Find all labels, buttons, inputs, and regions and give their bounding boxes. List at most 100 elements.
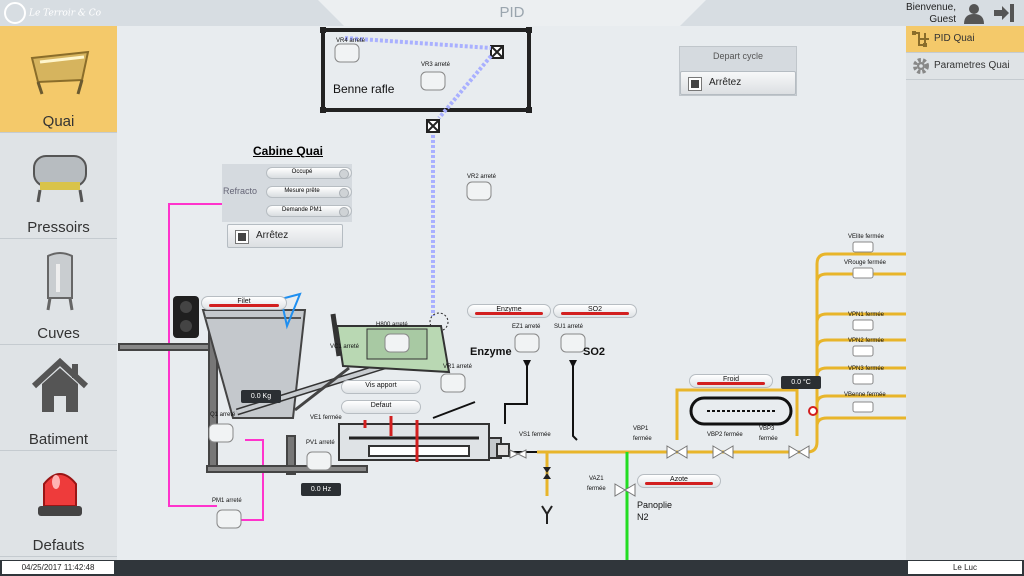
vr1-status: VR1 arreté (443, 364, 473, 370)
nav-item-quai[interactable]: Quai (0, 26, 117, 133)
logo-seal-icon (4, 2, 26, 24)
nav-label-pid-quai: PID Quai (934, 33, 975, 44)
nav-item-defauts[interactable]: Defauts (0, 450, 117, 557)
depart-cycle-button[interactable]: Arrêtez (680, 71, 796, 95)
nav-label-parametres-quai: Parametres Quai (934, 60, 1010, 71)
user-icon[interactable] (962, 2, 986, 24)
alarm-beacon-icon (38, 473, 82, 516)
filet-net (279, 292, 302, 330)
vrouge-status: VRouge fermée (844, 260, 887, 266)
vis-apport-label: Vis apport (365, 382, 397, 389)
vbenne-status: VBenne fermée (844, 392, 886, 398)
vc1-status: VC1 arreté (330, 344, 360, 350)
nav-item-batiment[interactable]: Batiment (0, 344, 117, 451)
cabine-stop-button[interactable]: Arrêtez (227, 224, 343, 248)
depart-cycle-panel: Depart cycle Arrêtez (679, 46, 797, 96)
page-title: PID (499, 4, 525, 21)
enzyme-indicator: Enzyme (467, 304, 551, 318)
logout-icon[interactable] (992, 3, 1016, 23)
froid-indicator: Froid (689, 374, 773, 388)
vis-apport-machine (338, 423, 510, 461)
vbp1-state: fermée (633, 436, 652, 442)
azote-label: Azote (670, 476, 688, 483)
q1-status: Q1 arreté (210, 412, 236, 418)
tank-icon (46, 252, 74, 311)
nav-item-parametres-quai[interactable]: Parametres Quai (906, 53, 1024, 80)
nav-item-pid-quai[interactable]: PID Quai (906, 26, 1024, 53)
refracto-label: Refracto (223, 186, 258, 196)
receiving-hopper-icon (30, 50, 90, 95)
status-bar (560, 312, 630, 315)
filet-indicator: Filet (201, 296, 287, 310)
status-led (339, 169, 349, 179)
status-bar (208, 304, 280, 307)
status-demande-pm1: Demande PM1 (266, 205, 352, 217)
status-bar-footer: 04/25/2017 11:42:48 Le Luc (0, 560, 1024, 576)
vpn2-status: VPN2 fermée (848, 338, 885, 344)
vpn3-status: VPN3 fermée (848, 366, 885, 372)
stop-square-icon (236, 231, 248, 243)
vis-apport-indicator: Vis apport (341, 380, 421, 394)
vpn1-status: VPN1 fermée (848, 312, 885, 318)
gear-icon (913, 58, 929, 74)
title-tab (318, 0, 706, 26)
weight-readout: 0.0 Kg (241, 390, 281, 403)
vr4-status: VR4 arreté (336, 38, 366, 44)
status-bar (696, 382, 766, 385)
vbp2-status: VBP2 fermée (707, 432, 743, 438)
traffic-light (173, 296, 199, 338)
status-led (339, 188, 349, 198)
cabine-quai-panel: Refracto Occupé Mesure prête Demande PM1 (222, 164, 352, 222)
so2-tank-label: SO2 (583, 346, 606, 358)
welcome-text: Bienvenue, Guest (906, 2, 956, 26)
ve1-status: VE1 fermée (310, 415, 342, 421)
h800-status: H800 arreté (376, 322, 408, 328)
vbp3-state: fermée (759, 436, 778, 442)
defaut-label: Defaut (370, 402, 392, 409)
dosing-lines (432, 362, 578, 441)
enzyme-tank-label: Enzyme (470, 346, 512, 358)
status-bar (644, 482, 714, 485)
pid-diagram (118, 27, 906, 560)
status-mesure-prete-label: Mesure prête (284, 188, 320, 194)
house-icon (31, 357, 89, 412)
temperature-readout: 0.0 °C (781, 376, 821, 389)
azote-indicator: Azote (637, 474, 721, 488)
magenta-signal-lines (168, 203, 264, 521)
injection-points (363, 416, 419, 462)
nav-label-cuves: Cuves (37, 325, 80, 342)
welcome-label: Bienvenue, (905, 2, 956, 13)
datetime-display: 04/25/2017 11:42:48 (2, 561, 114, 574)
lever (330, 313, 342, 357)
status-occupe-label: Occupé (291, 169, 313, 175)
vbp1-label: VBP1 (633, 426, 649, 432)
nav-label-quai: Quai (42, 113, 75, 130)
so2-indicator: SO2 (553, 304, 637, 318)
nav-item-pressoirs[interactable]: Pressoirs (0, 132, 117, 239)
so2-label: SO2 (587, 306, 602, 313)
motors (208, 43, 586, 529)
pm1-status: PM1 arreté (212, 498, 242, 504)
vr2-status: VR2 arreté (467, 174, 497, 180)
right-nav: PID Quai Parametres Quai (906, 26, 1024, 560)
status-led (339, 207, 349, 217)
vaz1-state: fermée (587, 486, 606, 492)
vbp3-label: VBP3 (759, 426, 775, 432)
depart-cycle-button-label: Arrêtez (709, 77, 742, 88)
benne-rafle-title: Benne rafle (333, 82, 395, 96)
status-demande-pm1-label: Demande PM1 (281, 207, 323, 213)
nav-item-cuves[interactable]: Cuves (0, 238, 117, 345)
enzyme-label: Enzyme (496, 306, 522, 313)
depart-cycle-title: Depart cycle (712, 51, 764, 61)
wine-press-icon (33, 155, 87, 203)
froid-label: Froid (723, 376, 739, 383)
vaz1-label: VAZ1 (589, 476, 604, 482)
status-mesure-prete: Mesure prête (266, 186, 352, 198)
nav-label-batiment: Batiment (28, 431, 89, 448)
distribution-valves (852, 241, 874, 413)
screw-conveyors (344, 36, 493, 316)
nav-label-pressoirs: Pressoirs (27, 219, 90, 236)
valve-symbols (509, 445, 810, 497)
safety-valve (808, 406, 818, 416)
logo-text: Le Terroir & Co (29, 8, 102, 19)
